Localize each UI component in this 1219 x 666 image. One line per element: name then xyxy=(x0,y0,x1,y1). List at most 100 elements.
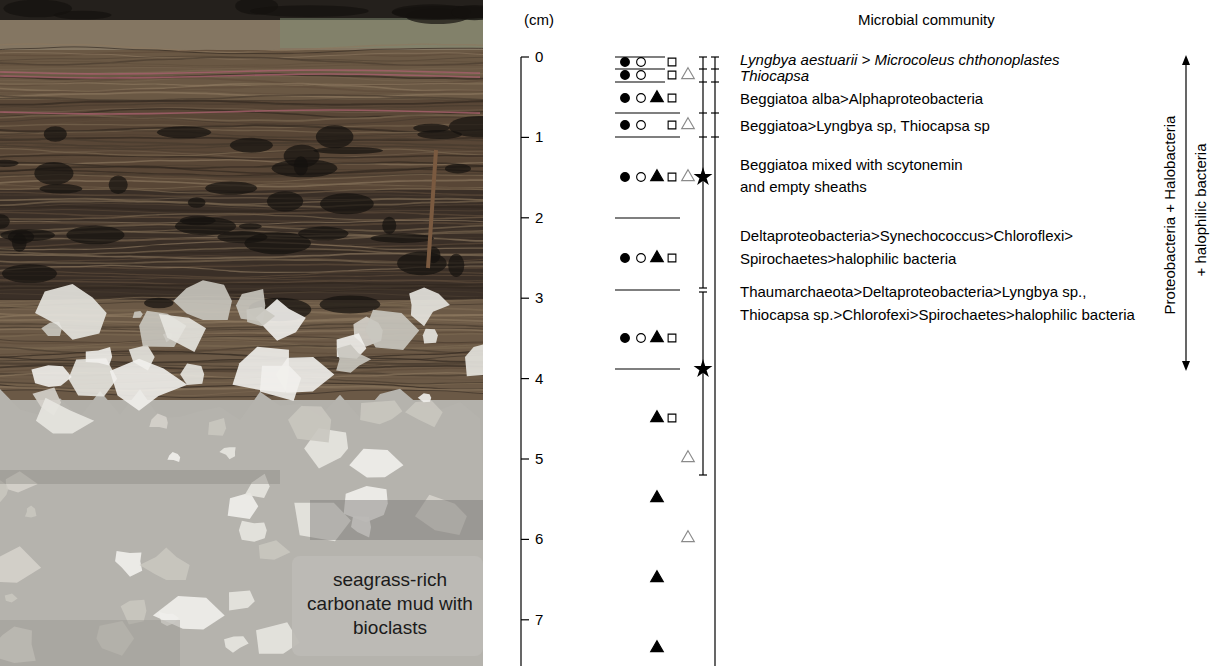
star-marker xyxy=(694,359,713,377)
interval-tick xyxy=(699,136,707,137)
range-arrow xyxy=(1185,63,1186,363)
filled-triangle xyxy=(651,170,664,181)
layer-boundary xyxy=(615,289,680,290)
dark-patch xyxy=(180,216,216,226)
community-label: Lyngbya aestuarii > Microcoleus chthonop… xyxy=(740,52,1060,68)
dark-patch xyxy=(298,227,348,241)
dark-patch xyxy=(66,226,124,245)
interval-tick xyxy=(711,68,719,69)
interval-tick xyxy=(711,112,719,113)
depth-tick-label: 0 xyxy=(535,48,543,66)
axis-tick xyxy=(521,378,529,379)
bioclast xyxy=(365,310,419,350)
open-circle xyxy=(637,254,646,263)
dark-patch xyxy=(109,175,128,194)
bioclast xyxy=(465,342,483,376)
bioclast xyxy=(288,406,331,442)
lamination xyxy=(0,57,483,65)
community-label: Thaumarchaeota>Deltaproteobacteria>Lyngb… xyxy=(740,280,1145,326)
depth-axis xyxy=(521,57,529,666)
filled-circle xyxy=(621,254,630,263)
dark-patch xyxy=(320,193,374,214)
axis-line xyxy=(520,57,521,666)
dark-patch xyxy=(239,223,262,229)
group-label: + halophilic bacteria xyxy=(1192,143,1210,276)
axis-tick xyxy=(521,458,529,459)
lamination xyxy=(0,340,483,348)
bioclast xyxy=(224,636,249,653)
lamination xyxy=(0,214,483,220)
layer-boundary xyxy=(615,136,680,137)
lamination xyxy=(0,390,483,398)
open-circle xyxy=(637,94,646,103)
lamination xyxy=(0,195,483,198)
star-marker xyxy=(694,167,713,185)
filled-circle xyxy=(621,58,630,67)
grey-streak xyxy=(310,500,483,540)
open-square xyxy=(668,58,676,66)
layer-boundary xyxy=(615,368,680,369)
bioclast xyxy=(360,401,402,425)
bioclast xyxy=(110,359,187,411)
bioclast xyxy=(180,363,204,385)
dark-patch xyxy=(230,138,273,153)
axis-tick xyxy=(521,619,529,620)
filled-circle xyxy=(621,334,630,343)
pink-lamina xyxy=(0,110,480,114)
lamination xyxy=(0,350,483,355)
bioclast xyxy=(5,593,18,602)
community-label: Deltaproteobacteria>Synechococcus>Chloro… xyxy=(740,224,1145,270)
bioclast xyxy=(336,345,371,373)
bioclast xyxy=(68,358,117,396)
filled-circle xyxy=(621,94,630,103)
axis-tick xyxy=(521,56,529,57)
bioclast xyxy=(239,521,267,542)
dark-patch xyxy=(445,164,471,173)
bioclast xyxy=(219,447,235,459)
group-label: Proteobacteria + Halobacteria xyxy=(1161,116,1179,315)
interval-tick xyxy=(699,287,707,288)
depth-tick-label: 1 xyxy=(535,128,543,146)
bioclast xyxy=(228,493,259,520)
carbonate-mud xyxy=(0,389,483,666)
bioclast xyxy=(405,401,443,427)
open-triangle xyxy=(682,68,695,79)
seagrass-twig xyxy=(428,150,436,268)
interval-tick xyxy=(699,291,707,292)
dark-patch xyxy=(217,231,267,243)
bioclast xyxy=(35,284,107,340)
open-square xyxy=(668,121,676,129)
open-circle xyxy=(637,173,646,182)
photo-label: seagrass-rich carbonate mud with bioclas… xyxy=(300,568,480,640)
dark-patch xyxy=(144,298,173,309)
bioclast xyxy=(86,347,112,365)
open-triangle xyxy=(682,451,695,462)
interval-tick xyxy=(699,474,707,475)
dark-patch xyxy=(451,5,483,20)
bioclast xyxy=(25,506,37,518)
axis-tick xyxy=(521,137,529,138)
open-triangle xyxy=(682,170,695,181)
depth-tick-label: 7 xyxy=(535,611,543,629)
dark-patch xyxy=(54,11,112,20)
dark-patch xyxy=(382,217,396,234)
bioclast xyxy=(259,540,291,560)
pink-lamina xyxy=(0,70,480,74)
bioclast xyxy=(208,418,226,436)
filled-circle xyxy=(621,173,630,182)
layer-boundary xyxy=(615,68,665,69)
depth-tick-label: 5 xyxy=(535,450,543,468)
core-photo xyxy=(0,0,483,666)
open-square xyxy=(668,254,676,262)
dark-patch xyxy=(320,295,381,313)
lamination xyxy=(0,65,483,68)
filled-triangle xyxy=(651,411,664,422)
filled-triangle xyxy=(651,491,664,502)
interval-tick xyxy=(711,136,719,137)
dark-patch xyxy=(313,147,383,154)
interval-tick xyxy=(711,56,719,57)
axis-tick xyxy=(521,217,529,218)
sample-symbols xyxy=(621,58,695,652)
